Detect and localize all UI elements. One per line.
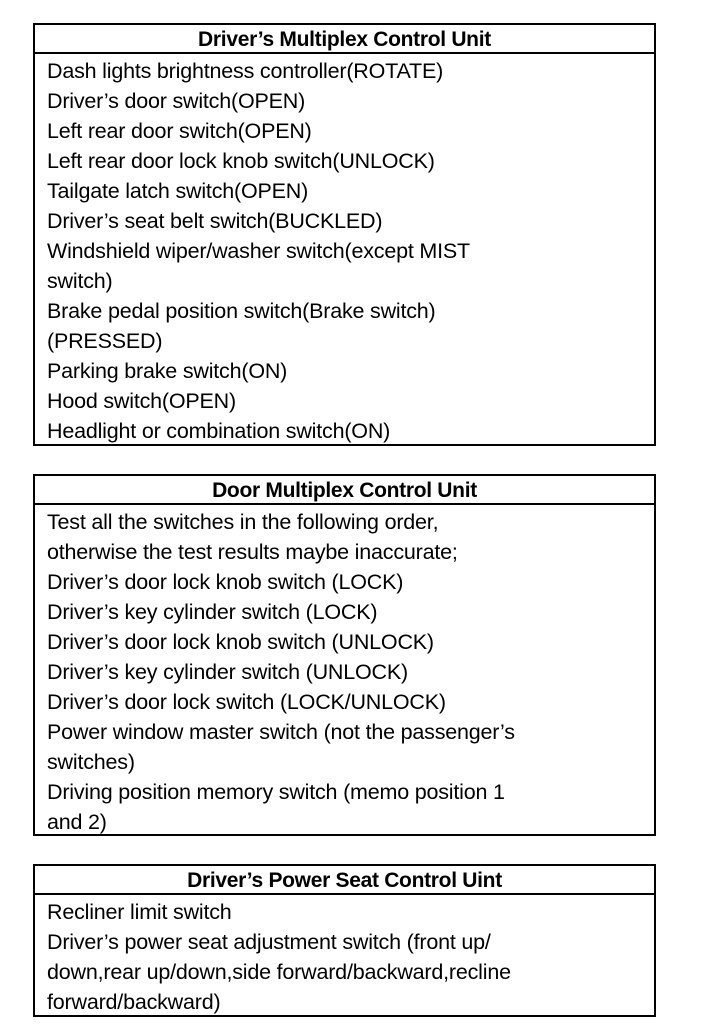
list-item: Brake pedal position switch(Brake switch… [47,299,436,323]
panel-body: Test all the switches in the following o… [35,505,654,837]
list-item: Driver’s door lock knob switch (UNLOCK) [47,630,434,654]
list-item: switch) [47,269,113,293]
list-item: forward/backward) [47,990,221,1014]
list-item: (PRESSED) [47,329,163,353]
list-item: Driver’s door lock knob switch (LOCK) [47,570,404,594]
list-item: Driver’s key cylinder switch (UNLOCK) [47,660,408,684]
list-item: Recliner limit switch [47,900,232,924]
list-item: Driver’s door switch(OPEN) [47,89,306,113]
panel-body: Recliner limit switch Driver’s power sea… [35,895,654,1017]
drivers-multiplex-control-unit-table: Driver’s Multiplex Control Unit Dash lig… [33,23,656,446]
list-item: and 2) [47,810,107,834]
list-item: Driver’s seat belt switch(BUCKLED) [47,209,383,233]
list-item: otherwise the test results maybe inaccur… [47,540,458,564]
list-item: Parking brake switch(ON) [47,359,288,383]
list-item: Tailgate latch switch(OPEN) [47,179,309,203]
list-item: Driver’s door lock switch (LOCK/UNLOCK) [47,690,446,714]
list-item: Power window master switch (not the pass… [47,720,515,744]
panel-title: Driver’s Power Seat Control Uint [35,866,654,895]
panel-body: Dash lights brightness controller(ROTATE… [35,54,654,446]
list-item: Windshield wiper/washer switch(except MI… [47,239,470,263]
list-item: Dash lights brightness controller(ROTATE… [47,59,444,83]
list-item: Driver’s power seat adjustment switch (f… [47,930,491,954]
panel-title: Door Multiplex Control Unit [35,476,654,505]
list-item: Driving position memory switch (memo pos… [47,780,505,804]
door-multiplex-control-unit-table: Door Multiplex Control Unit Test all the… [33,474,656,836]
panel-title: Driver’s Multiplex Control Unit [35,25,654,54]
list-item: Headlight or combination switch(ON) [47,419,391,443]
list-item: Hood switch(OPEN) [47,389,236,413]
drivers-power-seat-control-unit-table: Driver’s Power Seat Control Uint Recline… [33,864,656,1017]
list-item: switches) [47,750,135,774]
list-item: Left rear door lock knob switch(UNLOCK) [47,149,435,173]
list-item: Left rear door switch(OPEN) [47,119,312,143]
list-item: Driver’s key cylinder switch (LOCK) [47,600,378,624]
list-item: down,rear up/down,side forward/backward,… [47,960,511,984]
list-item: Test all the switches in the following o… [47,510,439,534]
